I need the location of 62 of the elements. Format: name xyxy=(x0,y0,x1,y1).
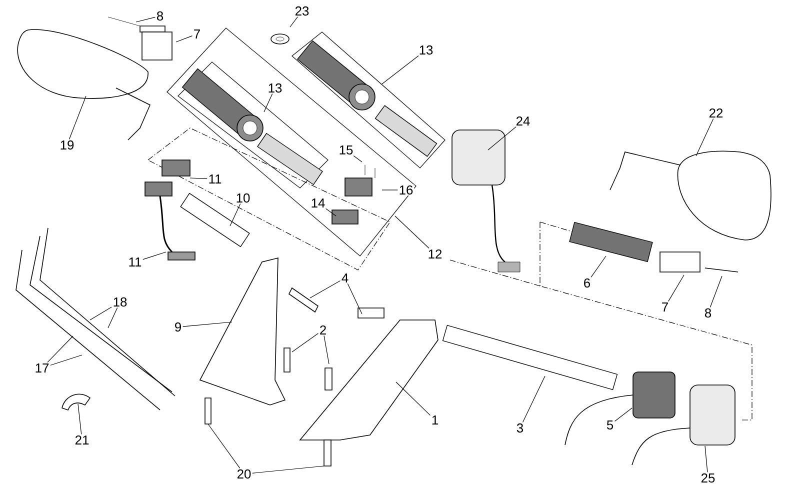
callout-number: 21 xyxy=(74,434,90,446)
leader-line xyxy=(382,55,419,84)
callout-number: 11 xyxy=(207,174,223,184)
leader-line xyxy=(290,16,298,28)
leader-line xyxy=(78,404,82,435)
callout-number: 13 xyxy=(418,44,434,56)
callout-number: 15 xyxy=(338,144,354,156)
leader-line xyxy=(326,208,336,216)
callout-number: 17 xyxy=(34,362,50,374)
callout-number: 25 xyxy=(700,472,716,484)
callout-number: 4 xyxy=(340,272,350,284)
leader-line xyxy=(47,336,74,363)
leader-line xyxy=(696,118,714,156)
leader-line xyxy=(324,335,330,364)
callout-number: 5 xyxy=(605,419,615,430)
callout-number: 1 xyxy=(430,414,440,426)
leader-line xyxy=(614,408,632,422)
callout-number: 10 xyxy=(234,192,252,204)
leader-line xyxy=(190,178,208,179)
callout-number: 9 xyxy=(173,321,183,333)
leader-line xyxy=(396,382,430,416)
leader-line xyxy=(310,280,340,298)
callout-number: 8 xyxy=(155,10,165,22)
callout-number: 20 xyxy=(236,468,252,480)
leader-line xyxy=(208,424,240,468)
callout-number: 2 xyxy=(318,324,328,336)
callout-number: 24 xyxy=(514,115,532,127)
callout-number: 14 xyxy=(310,198,326,208)
callout-number: 3 xyxy=(515,422,525,434)
callout-number: 19 xyxy=(58,139,76,151)
leader-line xyxy=(522,376,546,422)
leader-line xyxy=(394,216,430,249)
leader-line xyxy=(704,446,708,472)
callout-number: 8 xyxy=(703,307,713,319)
leader-line xyxy=(488,126,516,150)
leader-line xyxy=(90,306,112,320)
leader-line xyxy=(710,276,722,308)
callout-number: 18 xyxy=(112,296,128,308)
leader-line xyxy=(252,466,324,474)
callout-number: 12 xyxy=(426,248,444,260)
leader-line xyxy=(182,322,232,327)
callout-number: 23 xyxy=(294,5,310,17)
leader-line xyxy=(50,354,82,366)
leader-line xyxy=(176,36,192,42)
callout-number: 7 xyxy=(660,302,670,312)
callout-number: 7 xyxy=(192,28,202,40)
leader-line xyxy=(136,16,156,22)
leader-line xyxy=(292,333,318,352)
leader-line xyxy=(142,252,166,260)
leader-line xyxy=(590,256,606,278)
leader-line xyxy=(108,307,118,328)
leader-line xyxy=(347,283,362,314)
callout-number: 16 xyxy=(398,184,414,196)
callout-number: 13 xyxy=(266,82,284,94)
callout-number: 6 xyxy=(582,277,592,289)
leader-line xyxy=(668,274,684,302)
leader-line xyxy=(230,203,241,226)
callout-number: 22 xyxy=(708,107,724,119)
leader-line xyxy=(68,96,86,140)
callout-number: 11 xyxy=(127,256,143,268)
leader-line xyxy=(353,155,362,162)
leader-line xyxy=(264,93,273,112)
